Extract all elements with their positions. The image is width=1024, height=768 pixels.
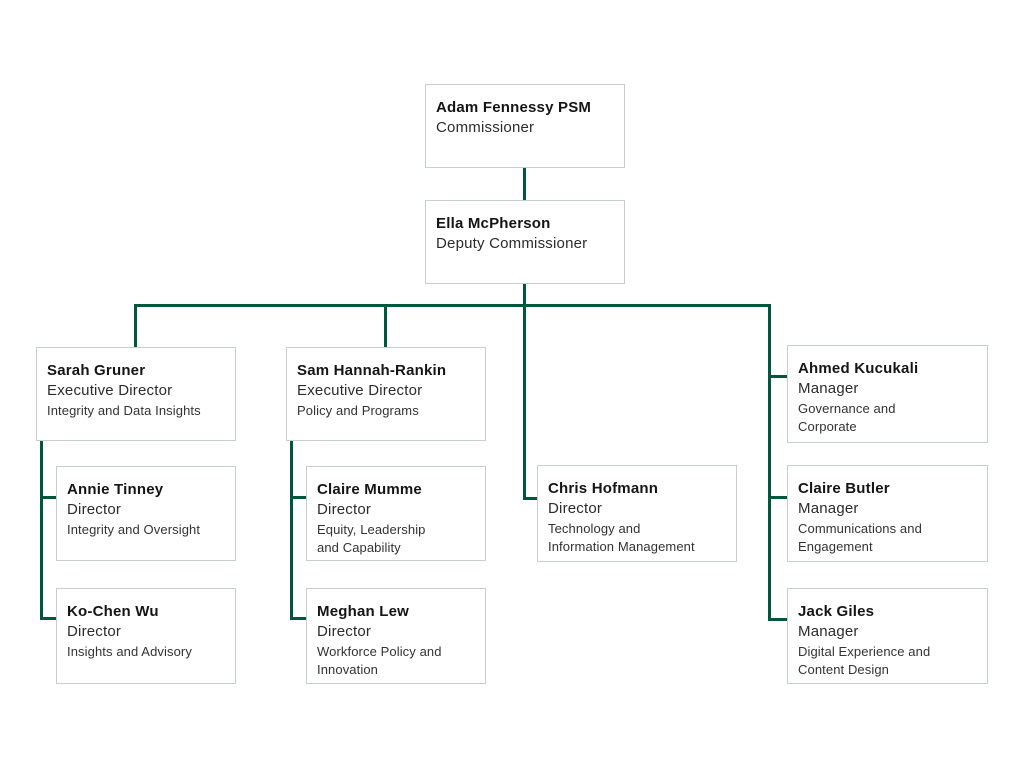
connector-stub-mumme	[290, 496, 306, 499]
person-title: Director	[317, 501, 372, 518]
person-title: Director	[67, 623, 122, 640]
person-name: Ahmed Kucukali	[798, 360, 919, 377]
person-title: Deputy Commissioner	[436, 235, 588, 252]
org-node-butler: Claire Butler Manager Communications and…	[787, 465, 988, 562]
connector-right-vertical	[768, 304, 771, 621]
person-dept: Insights and Advisory	[67, 644, 192, 659]
connector-stub-lew	[290, 617, 306, 620]
person-name: Chris Hofmann	[548, 480, 659, 497]
org-node-mumme: Claire Mumme Director Equity, Leadership…	[306, 466, 486, 561]
person-dept: Communications and Engagement	[798, 521, 922, 554]
person-title: Executive Director	[297, 382, 423, 399]
person-name: Annie Tinney	[67, 481, 164, 498]
connector-middle-vertical	[290, 441, 293, 620]
person-title: Manager	[798, 380, 859, 397]
person-name: Sam Hannah-Rankin	[297, 362, 447, 379]
connector-deputy-trunk	[523, 284, 526, 500]
connector-stub-wu	[40, 617, 56, 620]
person-name: Sarah Gruner	[47, 362, 146, 379]
person-name: Meghan Lew	[317, 603, 410, 620]
connector-stub-kucukali	[768, 375, 787, 378]
org-node-commissioner: Adam Fennessy PSM Commissioner	[425, 84, 625, 168]
connector-stub-tinney	[40, 496, 56, 499]
person-title: Director	[548, 500, 603, 517]
connector-stub-butler	[768, 496, 787, 499]
connector-stub-giles	[768, 618, 787, 621]
person-title: Commissioner	[436, 119, 535, 136]
person-name: Jack Giles	[798, 603, 875, 620]
person-name: Claire Mumme	[317, 481, 422, 498]
connector-commissioner-deputy	[523, 168, 526, 200]
person-title: Director	[317, 623, 372, 640]
person-title: Executive Director	[47, 382, 173, 399]
org-node-hannah-rankin: Sam Hannah-Rankin Executive Director Pol…	[286, 347, 486, 441]
connector-drop-hannah-rankin	[384, 304, 387, 347]
org-node-lew: Meghan Lew Director Workforce Policy and…	[306, 588, 486, 684]
person-dept: Digital Experience and Content Design	[798, 644, 931, 677]
org-node-deputy-commissioner: Ella McPherson Deputy Commissioner	[425, 200, 625, 284]
person-name: Ko-Chen Wu	[67, 603, 159, 620]
person-dept: Policy and Programs	[297, 403, 419, 418]
person-name: Ella McPherson	[436, 215, 551, 232]
org-node-gruner: Sarah Gruner Executive Director Integrit…	[36, 347, 236, 441]
person-dept: Equity, Leadership and Capability	[317, 522, 426, 555]
person-title: Manager	[798, 623, 859, 640]
person-dept: Technology and Information Management	[548, 521, 695, 554]
connector-left-vertical	[40, 441, 43, 620]
org-node-wu: Ko-Chen Wu Director Insights and Advisor…	[56, 588, 236, 684]
person-dept: Governance and Corporate	[798, 401, 896, 434]
connector-drop-gruner	[134, 304, 137, 347]
person-dept: Integrity and Data Insights	[47, 403, 201, 418]
org-node-hofmann: Chris Hofmann Director Technology and In…	[537, 465, 737, 562]
person-dept: Workforce Policy and Innovation	[317, 644, 442, 677]
connector-stub-hofmann	[523, 497, 537, 500]
person-name: Claire Butler	[798, 480, 890, 497]
person-title: Manager	[798, 500, 859, 517]
person-dept: Integrity and Oversight	[67, 522, 201, 537]
org-node-giles: Jack Giles Manager Digital Experience an…	[787, 588, 988, 684]
connector-main-horizontal	[134, 304, 771, 307]
person-title: Director	[67, 501, 122, 518]
org-node-tinney: Annie Tinney Director Integrity and Over…	[56, 466, 236, 561]
org-node-kucukali: Ahmed Kucukali Manager Governance and Co…	[787, 345, 988, 443]
person-name: Adam Fennessy PSM	[436, 99, 592, 116]
